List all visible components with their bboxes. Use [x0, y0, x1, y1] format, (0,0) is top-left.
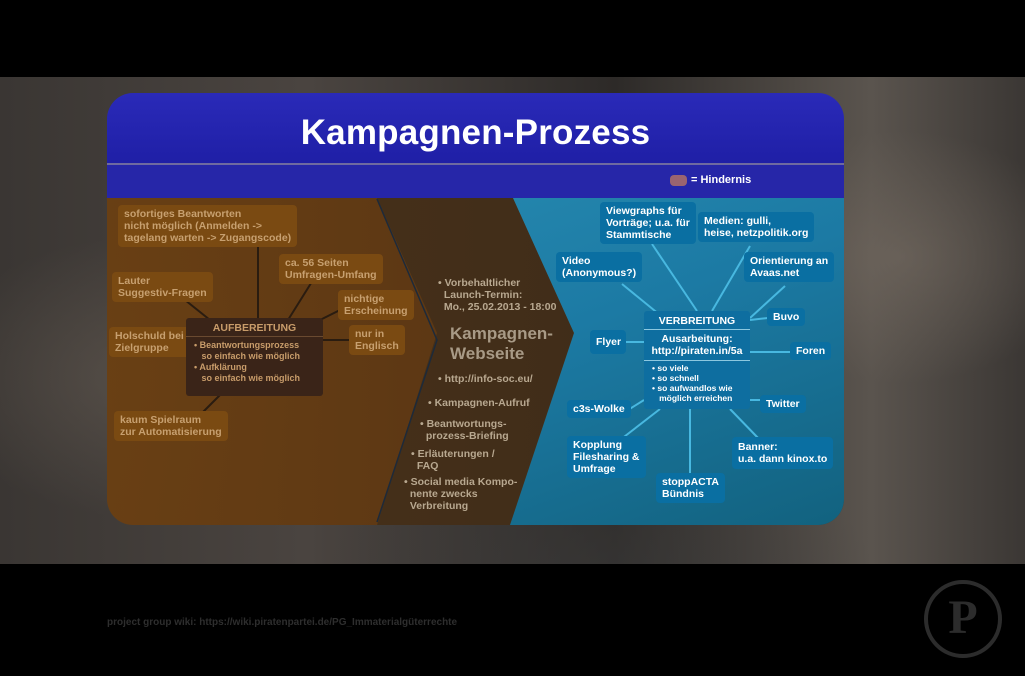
legend-swatch-icon: [670, 175, 687, 186]
verbreitung-title: VERBREITUNG: [644, 311, 750, 330]
aufbereitung-body: • Beantwortungsprozess so einfach wie mö…: [194, 340, 301, 383]
website-item: • Social media Kompo- nente zwecks Verbr…: [404, 476, 518, 512]
verbreitung-link: Ausarbeitung: http://piraten.in/5a: [644, 330, 750, 361]
obstacle-box: Lauter Suggestiv-Fragen: [112, 272, 213, 302]
website-item: • Beantwortungs- prozess-Briefing: [420, 418, 509, 442]
channel-box: Foren: [790, 342, 832, 360]
obstacle-box: ca. 56 Seiten Umfragen-Umfang: [279, 254, 383, 284]
title-separator: [107, 163, 844, 165]
aufbereitung-title: AUFBEREITUNG: [186, 318, 323, 337]
legend-label: = Hindernis: [691, 174, 752, 186]
channel-box: Flyer: [590, 330, 626, 354]
channel-box: Banner: u.a. dann kinox.to: [732, 437, 834, 469]
channel-box: Video (Anonymous?): [556, 252, 643, 282]
title-band: [107, 93, 844, 163]
website-item: • Erläuterungen / FAQ: [411, 448, 495, 472]
obstacle-box: nichtige Erscheinung: [338, 290, 414, 320]
channel-box: stoppACTA Bündnis: [656, 473, 725, 503]
channel-box: Buvo: [767, 308, 806, 326]
launch-date-note: • Vorbehaltlicher Launch-Termin: Mo., 25…: [438, 277, 557, 313]
website-title: Kampagnen- Webseite: [450, 324, 553, 363]
website-item: • Kampagnen-Aufruf: [428, 397, 530, 409]
footer-wiki-link[interactable]: project group wiki: https://wiki.piraten…: [107, 617, 458, 628]
slide-title: Kampagnen-Prozess: [300, 113, 651, 152]
logo-glyph: P: [948, 591, 978, 644]
obstacle-box: kaum Spielraum zur Automatisierung: [114, 411, 228, 441]
channel-box: Kopplung Filesharing & Umfrage: [567, 436, 646, 478]
obstacle-box: sofortiges Beantworten nicht möglich (An…: [118, 205, 298, 247]
legend-band: [107, 165, 844, 198]
channel-box: c3s-Wolke: [567, 400, 631, 418]
channel-box: Viewgraphs für Vorträge; u.a. für Stammt…: [600, 202, 696, 244]
channel-box: Twitter: [760, 395, 806, 413]
channel-box: Medien: gulli, heise, netzpolitik.org: [698, 212, 815, 242]
aufbereitung-box: AUFBEREITUNG • Beantwortungsprozess so e…: [186, 318, 323, 396]
website-item: • http://info-soc.eu/: [438, 373, 533, 385]
obstacle-box: Holschuld bei Zielgruppe: [109, 327, 190, 357]
verbreitung-box: VERBREITUNG Ausarbeitung: http://piraten…: [644, 311, 750, 409]
obstacle-box: nur in Englisch: [349, 325, 405, 355]
pirate-party-logo-icon: P: [924, 580, 1002, 658]
channel-box: Orientierung an Avaas.net: [744, 252, 835, 282]
verbreitung-body: • so viele • so schnell • so aufwandlos …: [652, 363, 733, 403]
